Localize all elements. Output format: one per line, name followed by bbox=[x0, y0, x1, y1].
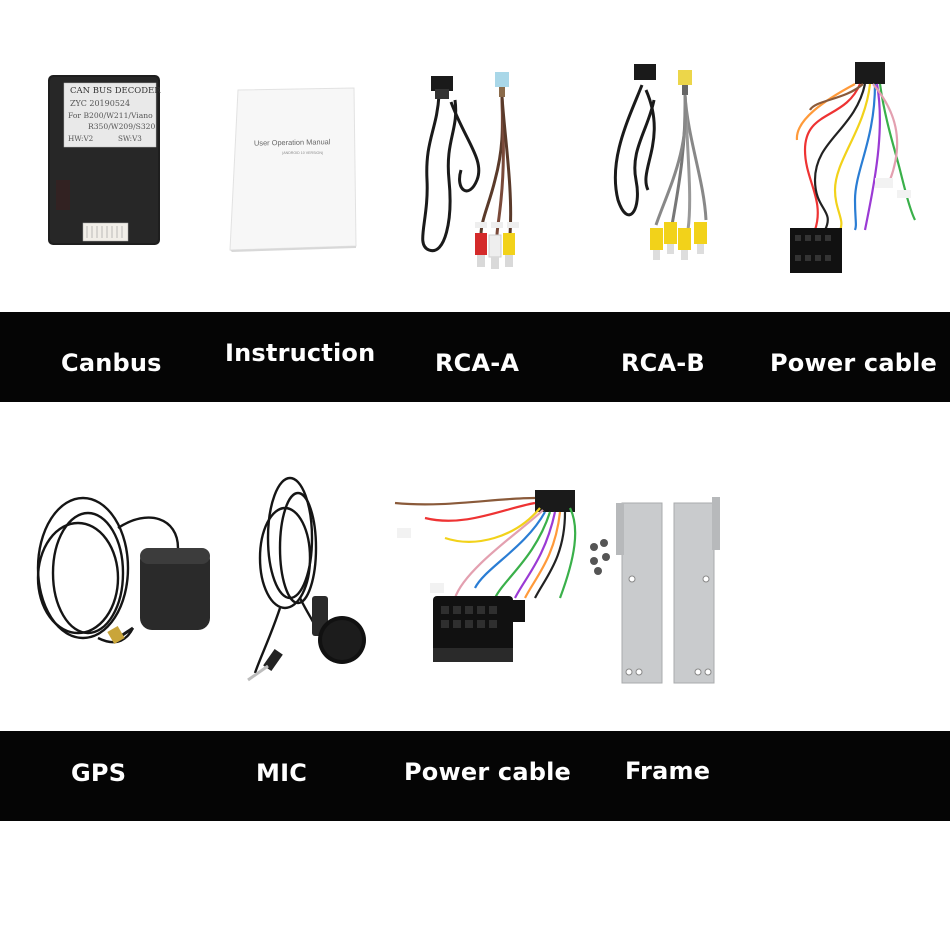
power-cable-harness-image bbox=[790, 62, 916, 273]
canbus-box-hw: HW:V2 bbox=[68, 134, 93, 143]
manual-subtitle: (ANDROID 10 VERSION) bbox=[282, 151, 323, 155]
canbus-decoder-image: CAN BUS DECODER ZYC 20190524 For B200/W2… bbox=[48, 75, 161, 245]
instruction-manual-image: User Operation Manual (ANDROID 10 VERSIO… bbox=[229, 87, 357, 252]
rca-b-cable-image bbox=[613, 64, 708, 260]
canbus-box-line2: For B200/W211/Viano bbox=[68, 111, 153, 120]
manual-title: User Operation Manual bbox=[254, 137, 331, 147]
label-rca-b: RCA-B bbox=[621, 349, 705, 377]
label-instruction: Instruction bbox=[225, 339, 376, 367]
label-canbus: Canbus bbox=[61, 349, 162, 377]
label-power-cable-1: Power cable bbox=[770, 349, 938, 377]
canbus-box-title: CAN BUS DECODER bbox=[70, 86, 161, 96]
canbus-box-line3: R350/W209/S320 bbox=[88, 122, 155, 131]
power-cable-quadlock-image bbox=[394, 490, 577, 662]
label-power-cable-2: Power cable bbox=[404, 758, 572, 786]
canbus-box-sw: SW:V3 bbox=[118, 134, 142, 143]
canbus-box-line1: ZYC 20190524 bbox=[70, 99, 130, 108]
label-mic: MIC bbox=[256, 759, 308, 787]
label-rca-a: RCA-A bbox=[435, 349, 520, 377]
row2-label-band bbox=[0, 731, 950, 821]
frame-brackets-image bbox=[590, 497, 720, 684]
microphone-image bbox=[247, 476, 366, 682]
label-frame: Frame bbox=[625, 757, 711, 785]
label-gps: GPS bbox=[71, 759, 127, 787]
gps-antenna-image bbox=[36, 496, 210, 645]
row1-label-band bbox=[0, 312, 950, 402]
rca-a-cable-image bbox=[421, 72, 519, 269]
